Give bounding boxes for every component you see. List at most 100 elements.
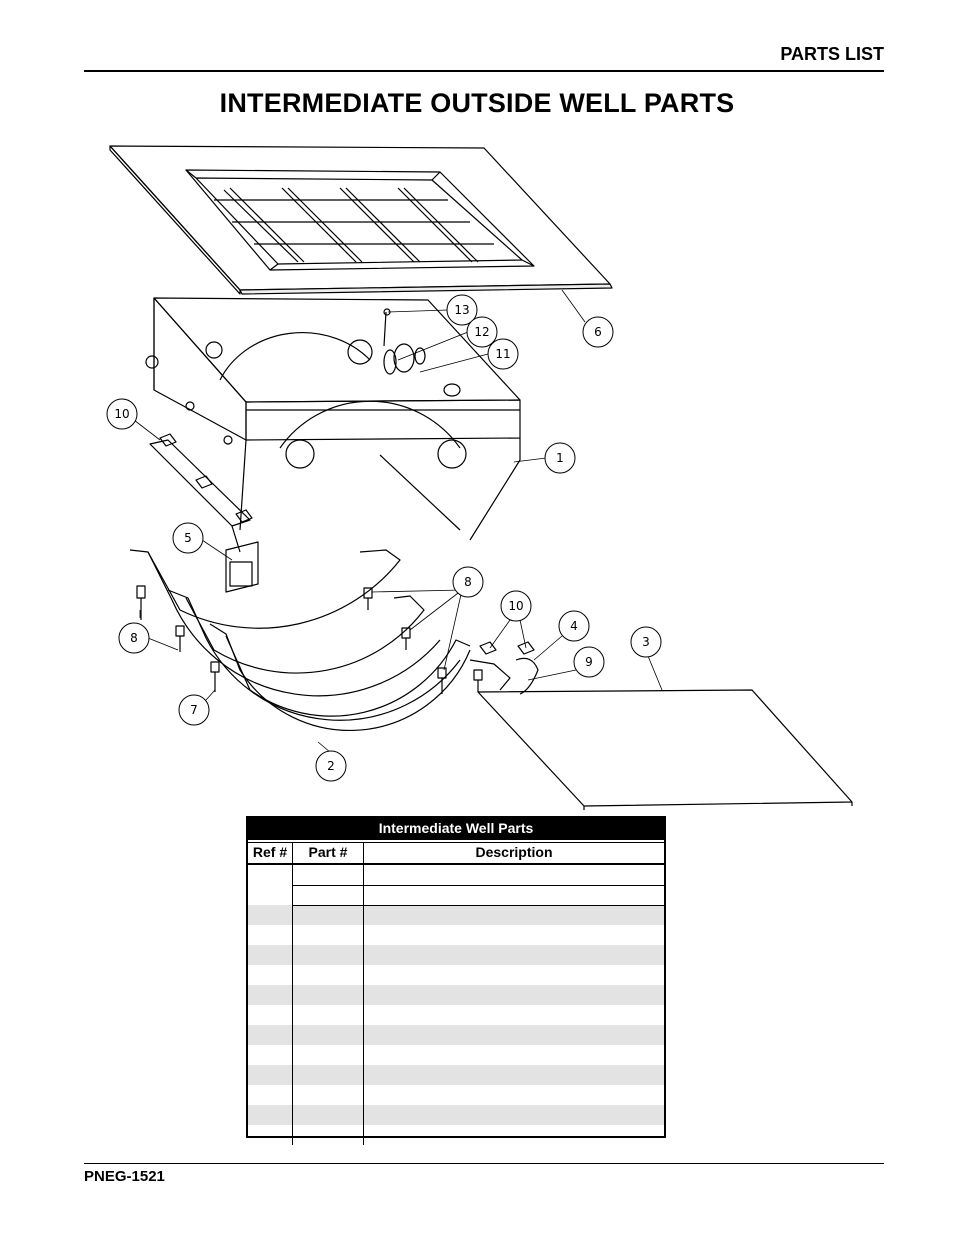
svg-text:1: 1 (556, 451, 564, 465)
table-row (248, 985, 664, 1005)
callout-5: 5 (172, 522, 204, 554)
header-ref: Ref # (248, 843, 293, 863)
table-cell (248, 1125, 293, 1145)
table-cell (293, 885, 364, 906)
table-cell (364, 1025, 664, 1045)
table-cell (364, 925, 664, 945)
bolts (136, 433, 535, 694)
table-cell (364, 945, 664, 965)
table-row (248, 965, 664, 985)
table-cell (364, 965, 664, 985)
page-title: INTERMEDIATE OUTSIDE WELL PARTS (219, 88, 735, 118)
svg-text:12: 12 (474, 325, 489, 339)
callout-8-center: 8 (452, 566, 484, 598)
table-cell (248, 925, 293, 945)
table-cell (364, 1045, 664, 1065)
document-number: PNEG-1521 (84, 1168, 165, 1185)
table-cell (293, 1125, 364, 1145)
table-row (248, 1105, 664, 1125)
svg-text:5: 5 (184, 531, 192, 545)
table-header: Ref # Part # Description (248, 842, 664, 865)
header-description: Description (475, 844, 553, 860)
table-cell (248, 985, 293, 1005)
table-caption: Intermediate Well Parts (248, 818, 664, 840)
bracket (149, 439, 259, 593)
table-cell (364, 1065, 664, 1085)
table-cell (364, 865, 664, 886)
table-cell (364, 1005, 664, 1025)
table-cell (364, 1085, 664, 1105)
svg-text:7: 7 (190, 703, 198, 717)
svg-text:9: 9 (585, 655, 593, 669)
table-row (248, 1125, 664, 1145)
callout-3: 3 (630, 626, 662, 658)
table-cell (293, 1045, 364, 1065)
table-row (248, 1025, 664, 1045)
table-cell (248, 1005, 293, 1025)
table-cell (248, 1105, 293, 1125)
footer-rule (84, 1163, 884, 1164)
table-row (248, 1065, 664, 1085)
bottom-plate (477, 689, 853, 810)
callout-8-left: 8 (118, 622, 150, 654)
table-row (248, 1005, 664, 1025)
table-cell (248, 1025, 293, 1045)
callout-12: 12 (466, 316, 498, 348)
table-cell (293, 1025, 364, 1045)
exploded-parts-drawing: 6 1 13 12 11 10 5 8 8 7 2 10 4 9 3 (106, 145, 853, 810)
grate-frame (109, 145, 613, 295)
table-row (248, 1085, 664, 1105)
clamp (469, 657, 539, 695)
table-cell (293, 945, 364, 965)
table-body (248, 865, 664, 1145)
table-cell (293, 1065, 364, 1085)
callout-9: 9 (573, 646, 605, 678)
table-cell (248, 905, 293, 925)
table-row (248, 945, 664, 965)
svg-text:11: 11 (495, 347, 510, 361)
table-cell (293, 925, 364, 945)
table-cell (248, 1065, 293, 1085)
leader-lines (133, 289, 663, 753)
table-cell (293, 1105, 364, 1125)
svg-text:8: 8 (464, 575, 472, 589)
svg-text:8: 8 (130, 631, 138, 645)
table-cell (364, 985, 664, 1005)
table-row (248, 885, 664, 906)
header-part: Part # (293, 843, 364, 863)
callout-13: 13 (446, 294, 478, 326)
svg-text:2: 2 (327, 759, 335, 773)
table-cell (248, 885, 293, 905)
callout-6: 6 (582, 316, 614, 348)
table-cell (364, 1105, 664, 1125)
table-cell (248, 1045, 293, 1065)
table-cell (364, 905, 664, 925)
table-row (248, 925, 664, 945)
well-housing (145, 297, 521, 541)
header-rule (84, 70, 884, 72)
table-row (248, 865, 664, 886)
svg-text:3: 3 (642, 635, 650, 649)
table-cell (293, 865, 364, 886)
table-cell (248, 945, 293, 965)
callout-10-right: 10 (500, 590, 532, 622)
table-cell (293, 1005, 364, 1025)
callout-10-left: 10 (106, 398, 138, 430)
callout-7: 7 (178, 694, 210, 726)
parts-table: Intermediate Well Parts Ref # Part # Des… (246, 816, 666, 1145)
svg-text:6: 6 (594, 325, 602, 339)
section-label: PARTS LIST (780, 44, 884, 64)
callout-4: 4 (558, 610, 590, 642)
table-cell (293, 1085, 364, 1105)
svg-text:10: 10 (114, 407, 129, 421)
callout-11: 11 (487, 338, 519, 370)
support-straps (129, 549, 471, 732)
table-cell (248, 1085, 293, 1105)
callout-2: 2 (315, 750, 347, 782)
callout-1: 1 (544, 442, 576, 474)
table-row (248, 905, 664, 925)
table-cell (293, 985, 364, 1005)
table-row (248, 1045, 664, 1065)
fittings (383, 308, 461, 397)
table-cell (293, 965, 364, 985)
